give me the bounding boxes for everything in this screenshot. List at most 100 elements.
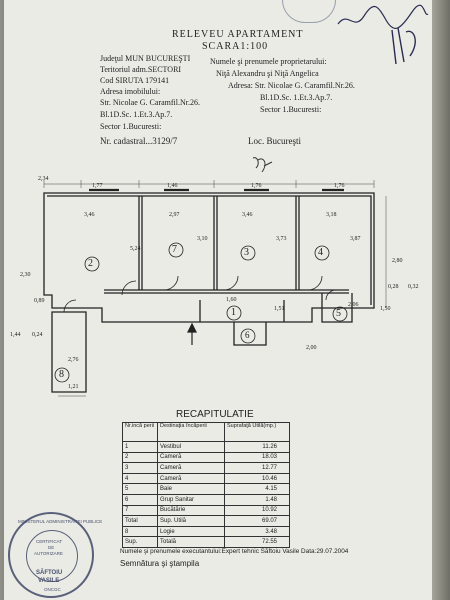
dim: 3,73 (276, 236, 287, 242)
dim: 3,87 (350, 236, 361, 242)
signature-top (337, 4, 429, 65)
room-number-6: 6 (245, 330, 250, 340)
address-line1: Str. Nicolae G. Caramfil.Nr.26. (100, 98, 200, 107)
authorization-stamp: MINISTERUL ADMINISTRATIEI PUBLICE CERTIF… (8, 512, 102, 598)
stamp-ring-text: MINISTERUL ADMINISTRATIEI PUBLICE (18, 519, 103, 524)
cell-name: Vestibul (157, 441, 225, 453)
recap-title: RECAPITULATIE (176, 409, 254, 420)
county: Judeţul MUN BUCUREŞTI (100, 54, 191, 63)
cell-area: 69.07 (224, 515, 290, 527)
room-number-3: 3 (244, 247, 249, 258)
dim: 5,24 (130, 246, 141, 252)
cell-name: Grup Sanitar (157, 493, 225, 506)
stamp-name2: VASILE (38, 578, 60, 584)
dim: 0,28 (388, 284, 399, 290)
cell-no: 5 (122, 483, 158, 495)
outer-walls-inner (47, 195, 372, 305)
loggia-walls (51, 311, 87, 393)
doc-scale: SCARA1:100 (202, 41, 269, 52)
territory: Teritoriul adm.SECTORI (100, 65, 182, 74)
document-page: RELEVEU APARTAMENT SCARA1:100 Judeţul MU… (4, 0, 432, 600)
stamp-center3: AUTORIZARE (34, 551, 63, 556)
signature-small (252, 157, 273, 173)
owner-address1: Adresa: Str. Nicolae G. Caramfil.Nr.26. (228, 81, 355, 90)
room-number-1: 1 (231, 307, 236, 318)
cell-no: Total (122, 515, 158, 527)
cell-area: 18.03 (224, 451, 290, 464)
executor-line: Numele şi prenumele executantului:Expert… (120, 548, 349, 555)
binder-edge (432, 0, 450, 600)
recap-table: Nr.incă perii Destinaţia încăperii Supra… (122, 422, 290, 548)
cell-area: 11.26 (224, 441, 290, 453)
stamp-bottom: ONCGC (44, 587, 61, 592)
cell-name: Cameră (157, 472, 225, 485)
cell-no: 4 (122, 472, 158, 485)
room-number-2: 2 (88, 258, 93, 269)
dim: 3,18 (326, 212, 337, 218)
signature-label: Semnătura şi ştampila (120, 559, 200, 568)
cell-no: 2 (122, 451, 158, 464)
table-header-row: Nr.incă perii Destinaţia încăperii Supra… (122, 422, 290, 442)
wc-walls (233, 322, 267, 346)
cell-no: 7 (122, 504, 158, 517)
cell-area: 3.48 (224, 525, 290, 538)
floor-plan (43, 180, 387, 397)
cell-area: 12.77 (224, 462, 290, 474)
room-number-5: 5 (336, 308, 341, 319)
cell-no: Sup. (122, 536, 158, 548)
dim: 1,51 (274, 306, 285, 312)
owners: Niţă Alexandru şi Niţă Angelica (216, 69, 319, 78)
cell-no: 1 (122, 441, 158, 453)
owner-address2: Bl.1D.Sc. 1.Et.3.Ap.7. (260, 93, 333, 102)
dim: 2,06 (348, 302, 359, 308)
stamp-center1: CERTIFICAT (36, 539, 63, 544)
outer-walls (43, 192, 375, 323)
dim: 1,60 (226, 297, 237, 303)
cell-name: Cameră (157, 451, 225, 464)
cadastral-number: Nr. cadastral...3129/7 (100, 136, 178, 146)
address-line2: Bl.1D.Sc. 1.Et.3.Ap.7. (100, 110, 173, 119)
stamp-center2: DE (48, 545, 55, 550)
cell-area: 72.55 (224, 536, 290, 548)
dim: 3,46 (242, 212, 253, 218)
cell-area: 1.48 (224, 493, 290, 506)
cell-area: 4.15 (224, 483, 290, 495)
dim: 1,50 (380, 306, 391, 312)
dim: 0,89 (34, 298, 45, 304)
doc-title: RELEVEU APARTAMENT (172, 29, 304, 40)
cell-name: Baie (157, 483, 225, 495)
cell-area: 10.92 (224, 504, 290, 517)
dim: 2,97 (169, 212, 180, 218)
cell-name: Cameră (157, 462, 225, 474)
locality: Loc. Bucureşti (248, 136, 301, 146)
dim: 2,76 (68, 357, 79, 363)
cell-no: 8 (122, 525, 158, 538)
dim: 3,10 (197, 236, 208, 242)
dim: 2,30 (20, 272, 31, 278)
siruta: Cod SIRUTA 179141 (100, 76, 170, 85)
cell-name: Sup. Utilă (157, 515, 225, 527)
address-label: Adresa imobilului: (100, 87, 161, 96)
owner-address3: Sector 1.Bucuresti: (260, 105, 322, 114)
cell-area: 10.46 (224, 472, 290, 485)
cell-name: Totală (157, 536, 225, 548)
col-header-area: Suprafaţă Utilă(mp.) (224, 422, 290, 442)
address-line3: Sector 1.Bucuresti: (100, 122, 162, 131)
col-header-no: Nr.incă perii (122, 422, 158, 442)
dim: 1,76 (251, 183, 262, 189)
dim: 1,76 (334, 183, 345, 189)
dim: 1,77 (92, 183, 103, 189)
cell-name: Bucătărie (157, 504, 225, 517)
dim: 3,46 (84, 212, 95, 218)
dim: 1,46 (167, 183, 178, 189)
dim: 2,80 (392, 258, 403, 264)
